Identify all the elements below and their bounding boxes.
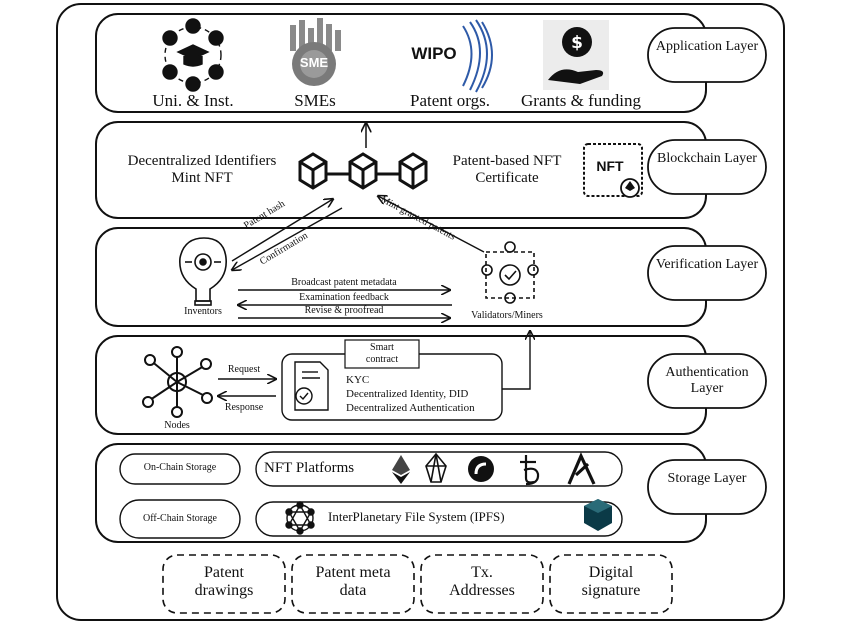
broadcast-label: Broadcast patent metadata	[291, 277, 397, 288]
digital-signature-line2: signature	[581, 582, 641, 600]
patent-metadata-line2: data	[339, 582, 367, 600]
blockchain-layer-label: Blockchain Layer	[657, 151, 757, 166]
nft-line1: Patent-based NFT	[452, 153, 562, 169]
authentication-layer-label: Authentication Layer	[665, 365, 749, 397]
svg-text:$: $	[571, 33, 583, 53]
ipfs-label: InterPlanetary File System (IPFS)	[328, 509, 505, 524]
verification-layer-label: Verification Layer	[655, 257, 759, 272]
ethereum-icon	[392, 455, 410, 484]
nft-line2: Certificate	[475, 170, 539, 187]
smes-label: SMEs	[294, 91, 336, 110]
flow-icon	[468, 456, 494, 482]
decentralized-auth-label: Decentralized Authentication	[346, 402, 475, 414]
nft-certificate-icon	[583, 143, 643, 198]
nft-badge-text: NFT	[596, 158, 624, 174]
tezos-icon	[520, 455, 540, 486]
blockchain-icon	[298, 152, 428, 190]
digital-signature-label: Digital signature	[550, 564, 672, 601]
validators-icon	[481, 241, 539, 304]
authentication-layer-pill	[647, 353, 767, 409]
patent-metadata-label: Patent meta data	[292, 564, 414, 601]
off-chain-pill	[119, 499, 241, 539]
university-icon	[162, 18, 224, 92]
wipo-icon	[462, 19, 493, 93]
examination-label: Examination feedback	[299, 292, 389, 303]
nft-platforms-label: NFT Platforms	[264, 460, 355, 476]
smart-contract-title-box	[344, 339, 420, 369]
contract-icon	[294, 361, 329, 411]
tx-addresses-line2: Addresses	[449, 582, 515, 600]
response-label: Response	[224, 402, 264, 413]
ipfs-icon	[285, 501, 315, 535]
storage-layer-pill	[647, 459, 767, 515]
patent-drawings-label: Patent drawings	[163, 564, 285, 601]
blockchain-layer-pill	[647, 139, 767, 195]
sme-logo-text: SME	[299, 55, 329, 70]
off-chain-label: Off-Chain Storage	[143, 513, 217, 524]
ipfs-pill	[255, 501, 623, 537]
patent-drawings-line2: drawings	[194, 582, 254, 600]
uni-label: Uni. & Inst.	[152, 91, 234, 110]
ipfs-cube-icon	[584, 499, 612, 531]
smart-contract-line2: contract	[365, 353, 399, 365]
outer-frame	[56, 3, 785, 621]
did-line1: Decentralized Identifiers	[127, 153, 277, 169]
digital-signature-line1: Digital	[588, 564, 634, 581]
smart-contract-label: Smart contract	[345, 342, 419, 365]
inventors-label: Inventors	[184, 306, 222, 317]
nodes-label: Nodes	[164, 420, 190, 431]
on-chain-pill	[119, 453, 241, 485]
did-identity-label: Decentralized Identity, DID	[346, 388, 469, 400]
nft-certificate-label: Patent-based NFT Certificate	[432, 153, 582, 188]
kyc-label: KYC	[346, 374, 370, 386]
did-line2: Mint NFT	[171, 170, 233, 187]
patent-drawings-line1: Patent	[204, 564, 244, 581]
revise-label: Revise & proofread	[304, 305, 384, 316]
patent-metadata-line1: Patent meta	[315, 564, 391, 581]
validators-label: Validators/Miners	[471, 310, 543, 321]
grants-icon: $	[543, 20, 609, 90]
tx-addresses-line1: Tx.	[471, 564, 493, 581]
sme-icon	[290, 18, 341, 86]
grants-label: Grants & funding	[521, 91, 641, 110]
algorand-icon	[567, 452, 596, 485]
smart-contract-line1: Smart	[370, 342, 394, 353]
nodes-icon	[142, 346, 213, 418]
did-label: Decentralized Identifiers Mint NFT	[104, 153, 300, 188]
on-chain-label: On-Chain Storage	[143, 462, 217, 473]
verification-layer-pill	[647, 245, 767, 301]
eos-icon	[425, 452, 447, 483]
tx-addresses-label: Tx. Addresses	[421, 564, 543, 601]
application-layer-pill	[647, 27, 767, 83]
inventor-icon	[179, 237, 227, 306]
storage-layer-label: Storage Layer	[667, 471, 747, 486]
wipo-logo-text: WIPO	[411, 44, 457, 63]
request-label: Request	[227, 364, 261, 375]
patent-orgs-label: Patent orgs.	[410, 91, 490, 110]
application-layer-label: Application Layer	[655, 39, 759, 54]
